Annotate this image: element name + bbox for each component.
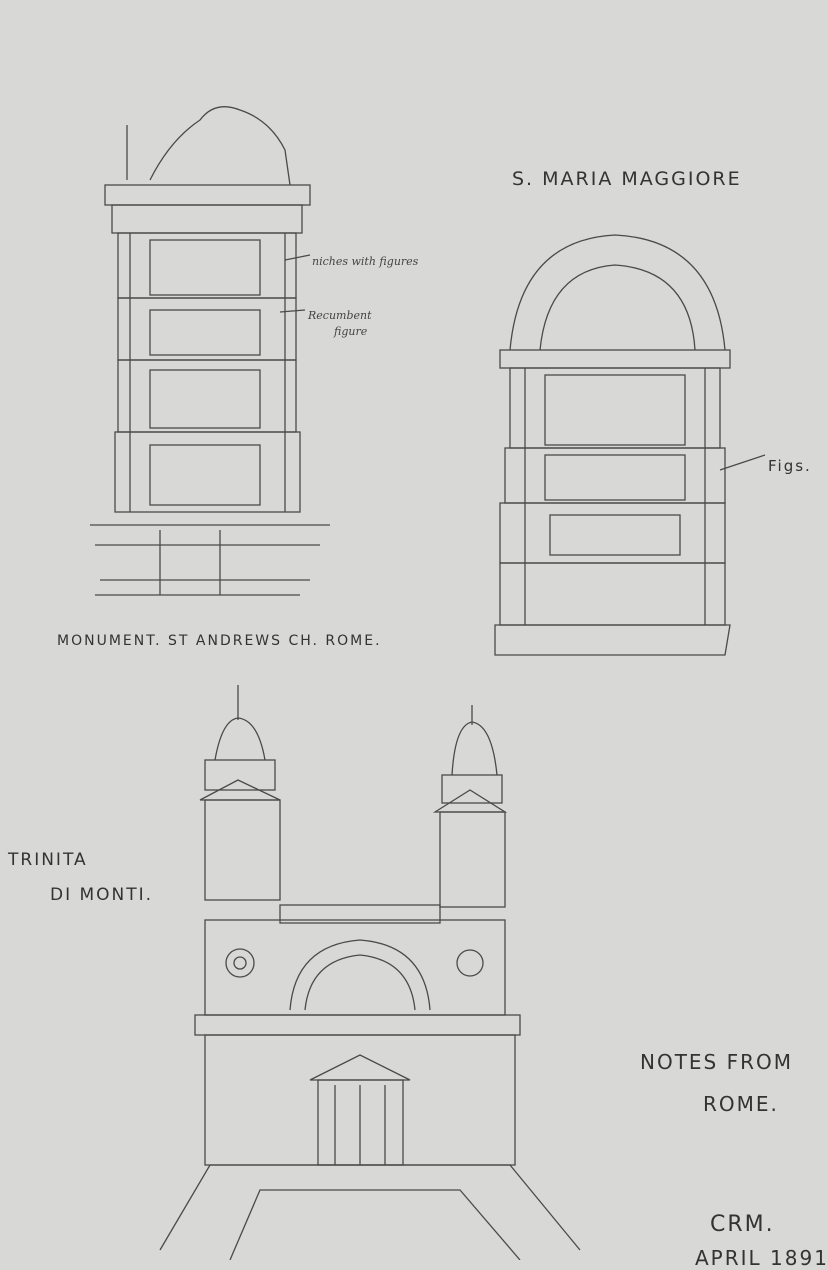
note-figs: Figs. xyxy=(768,457,812,475)
date: APRIL 1891 xyxy=(695,1246,828,1270)
title-trinita-line1: TRINITA xyxy=(8,850,88,870)
monument-sketch xyxy=(90,106,330,596)
note-figure: figure xyxy=(334,325,368,338)
title-maria-maggiore: S. MARIA MAGGIORE xyxy=(512,168,742,190)
signature: CRM. xyxy=(710,1212,775,1237)
notes-line1: NOTES FROM xyxy=(640,1050,794,1074)
title-trinita-line2: DI MONTI. xyxy=(50,885,154,905)
note-recumbent: Recumbent xyxy=(308,309,372,322)
trinita-dei-monti-sketch xyxy=(159,685,581,1260)
notes-line2: ROME. xyxy=(703,1092,779,1116)
maria-maggiore-sketch xyxy=(494,234,766,656)
caption-monument: MONUMENT. ST ANDREWS CH. ROME. xyxy=(57,633,382,649)
note-niches: niches with figures xyxy=(312,255,419,268)
